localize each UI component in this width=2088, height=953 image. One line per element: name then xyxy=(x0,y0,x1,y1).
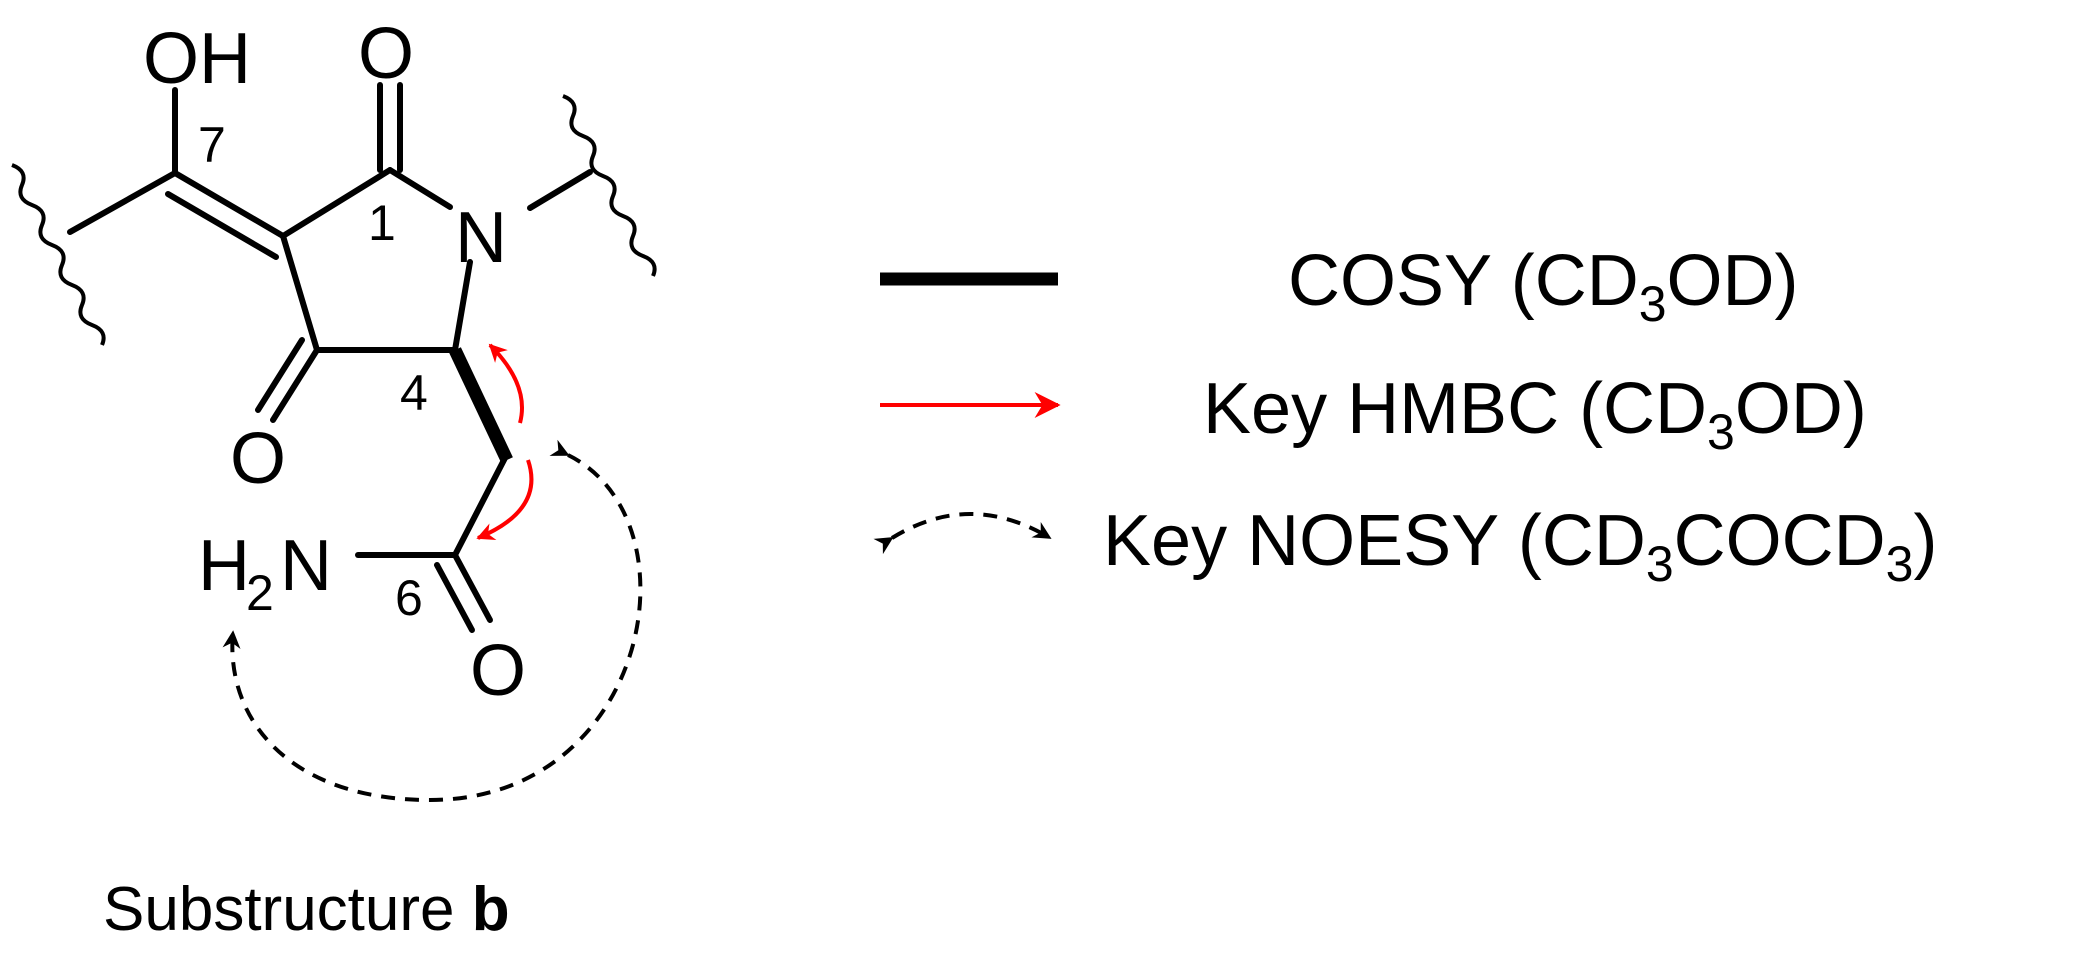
carbon-number-4: 4 xyxy=(400,365,428,421)
atom-o-left: O xyxy=(230,419,286,499)
bond-c2-o-a xyxy=(270,347,320,423)
caption-bold: b xyxy=(472,875,510,944)
caption-text: Substructure xyxy=(103,875,472,944)
wavy-attachments xyxy=(11,94,657,346)
bond-c7-c8-double-a xyxy=(172,170,286,239)
atom-o-top: O xyxy=(358,14,414,94)
bond-c2-o-b xyxy=(255,337,305,413)
wavy-left xyxy=(11,163,106,346)
bond-n-c4 xyxy=(452,259,473,353)
carbon-number-7: 7 xyxy=(198,117,226,173)
bond-c1-n xyxy=(387,167,453,210)
legend-hmbc-label: Key HMBC (CD3OD) xyxy=(1203,369,1867,460)
bond-c7-c8-double-b xyxy=(165,191,279,260)
bond-c7-methyl xyxy=(67,170,178,235)
legend: COSY (CD3OD) Key HMBC (CD3OD) Key NOESY … xyxy=(873,241,1937,592)
wavy-right xyxy=(562,94,657,277)
substructure-caption: Substructure b xyxy=(103,875,510,944)
atom-nh2-h: H xyxy=(198,526,250,606)
legend-noesy-arrow xyxy=(873,512,1052,555)
noesy-arc-ch2-nh2 xyxy=(222,439,643,803)
carbon-number-1: 1 xyxy=(368,195,396,251)
bond-c3-c1 xyxy=(280,167,393,239)
legend-cosy-label: COSY (CD3OD) xyxy=(1288,241,1799,332)
atom-n: N xyxy=(455,198,507,278)
carbon-number-6: 6 xyxy=(395,570,423,626)
atom-nh2-subscript: 2 xyxy=(246,565,274,621)
bond-c2-c3 xyxy=(280,233,320,353)
atom-oh: OH xyxy=(143,19,251,99)
cosy-bond-c4-ch2 xyxy=(449,347,513,463)
hmbc-arrow-to-c4 xyxy=(488,343,524,424)
atom-nh2-n: N xyxy=(280,526,332,606)
atom-o-amide: O xyxy=(470,631,526,711)
legend-noesy-label: Key NOESY (CD3COCD3) xyxy=(1103,501,1937,592)
bond-n-r xyxy=(527,169,593,211)
bond-ch2-c6 xyxy=(452,455,508,558)
